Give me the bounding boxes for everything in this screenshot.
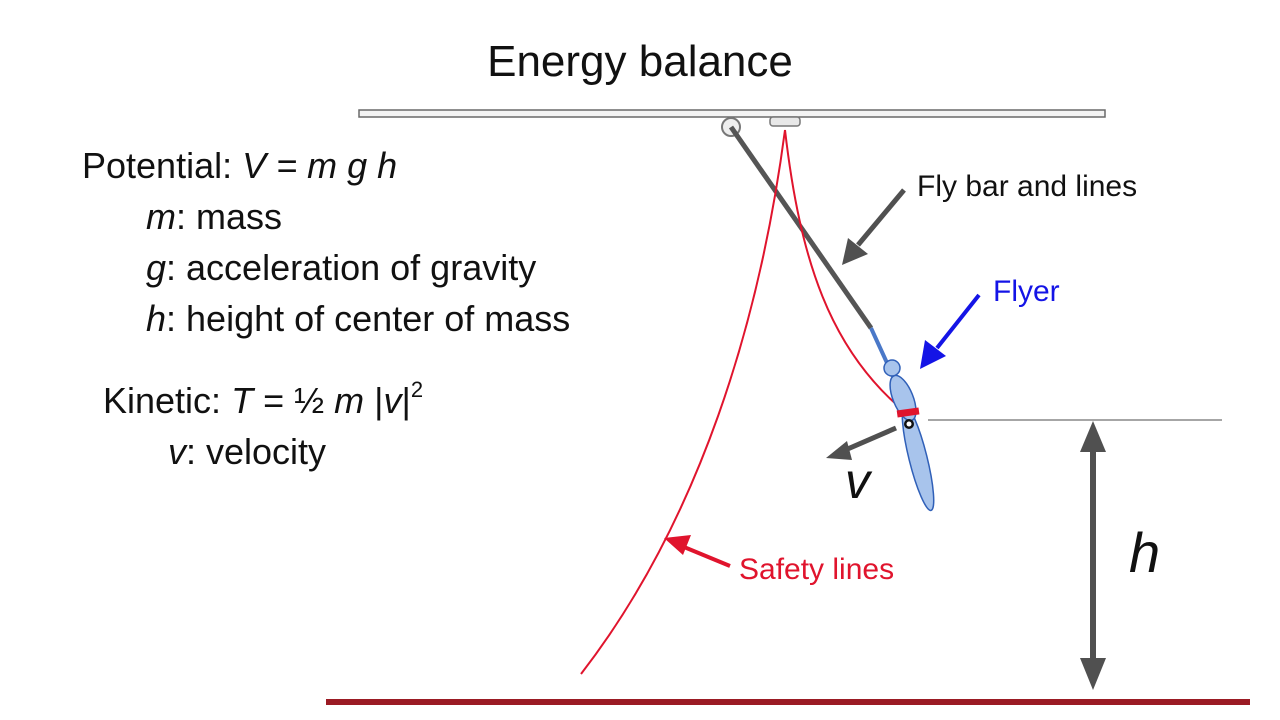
ceiling-beam — [358, 109, 1106, 118]
height-arrow-head-top — [1080, 421, 1106, 452]
symbol-g: g — [146, 247, 166, 288]
kinetic-symbol-v: v — [383, 380, 403, 421]
kinetic-equals-half: = ½ — [253, 380, 334, 421]
potential-label: Potential: — [82, 145, 242, 186]
definition-mass: : mass — [176, 196, 282, 237]
definition-velocity: : velocity — [186, 431, 326, 472]
symbol-m: m — [146, 196, 176, 237]
safety-rig-block — [769, 116, 801, 127]
kinetic-heading: Kinetic: T = ½ m |v|2 — [103, 377, 423, 421]
kinetic-item-velocity: v: velocity — [168, 431, 326, 472]
page-title: Energy balance — [487, 37, 793, 86]
safety-line-left — [580, 129, 786, 675]
kinetic-bar-close: | — [401, 380, 410, 421]
kinetic-symbol-m: m — [334, 380, 364, 421]
height-arrow-head-bottom — [1080, 658, 1106, 690]
potential-item-mass: m: mass — [146, 196, 282, 237]
kinetic-bar-open: | — [364, 380, 383, 421]
symbol-v: v — [168, 431, 188, 472]
velocity-label: v — [845, 453, 873, 509]
potential-formula: V = m g h — [242, 145, 397, 186]
safety-lines-label: Safety lines — [739, 553, 894, 586]
velocity-arrow-shaft — [842, 425, 897, 454]
safety-pointer-head — [664, 535, 691, 555]
definition-gravity: : acceleration of gravity — [166, 247, 536, 288]
velocity-arrow-head — [826, 441, 852, 460]
flyer-safety-belt — [896, 407, 920, 418]
safety-pointer-shaft — [683, 545, 731, 568]
flyer-label: Flyer — [993, 275, 1060, 308]
flyer-head — [883, 359, 901, 377]
fly-bar-label: Fly bar and lines — [917, 170, 1137, 203]
definition-height: : height of center of mass — [166, 298, 570, 339]
flyer-pointer-head — [920, 340, 946, 369]
flyer-figure — [869, 327, 935, 512]
potential-heading: Potential: V = m g h — [82, 145, 397, 186]
flyer-pointer-shaft — [935, 293, 981, 350]
kinetic-exponent: 2 — [411, 377, 423, 402]
symbol-h: h — [146, 298, 166, 339]
fly-bar-pointer-head — [842, 238, 868, 265]
kinetic-symbol-T: T — [231, 380, 256, 421]
fly-bar-pointer-shaft — [856, 188, 906, 247]
height-label: h — [1129, 521, 1160, 584]
kinetic-label: Kinetic: — [103, 380, 231, 421]
potential-item-gravity: g: acceleration of gravity — [146, 247, 536, 288]
potential-item-height: h: height of center of mass — [146, 298, 570, 339]
floor-line — [326, 699, 1250, 705]
safety-line-right — [784, 129, 906, 413]
